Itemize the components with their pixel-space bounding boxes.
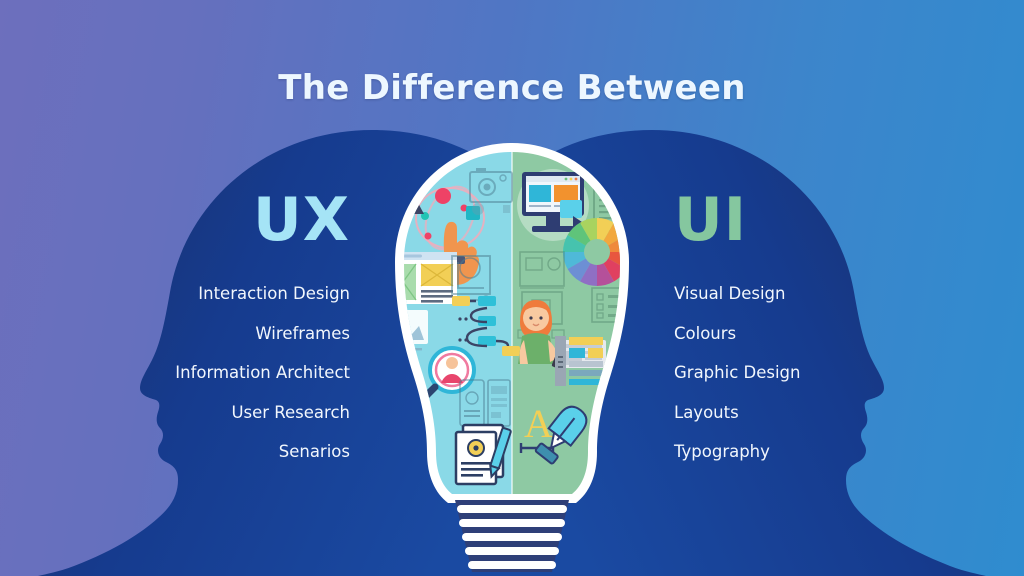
list-item: User Research [231,402,350,422]
ui-panel: UI Visual Design Colours Graphic Design … [674,190,904,484]
list-item: Graphic Design [674,363,801,382]
list-item: Layouts [674,402,739,422]
list-item: Information Architect [175,363,350,382]
ux-panel: UX Interaction Design Wireframes Informa… [120,190,350,484]
page-title: The Difference Between [278,68,746,108]
list-item: Wireframes [255,323,350,343]
list-item: Interaction Design [198,284,350,303]
list-item: Colours [674,323,737,343]
list-item: Visual Design [674,284,786,303]
ui-heading: UI [674,185,748,255]
ux-heading: UX [253,185,350,255]
list-item: Typography [674,442,770,461]
ui-list: Visual Design Colours Graphic Design Lay… [674,284,904,461]
ux-list: Interaction Design Wireframes Informatio… [120,284,350,461]
list-item: Senarios [278,442,350,461]
